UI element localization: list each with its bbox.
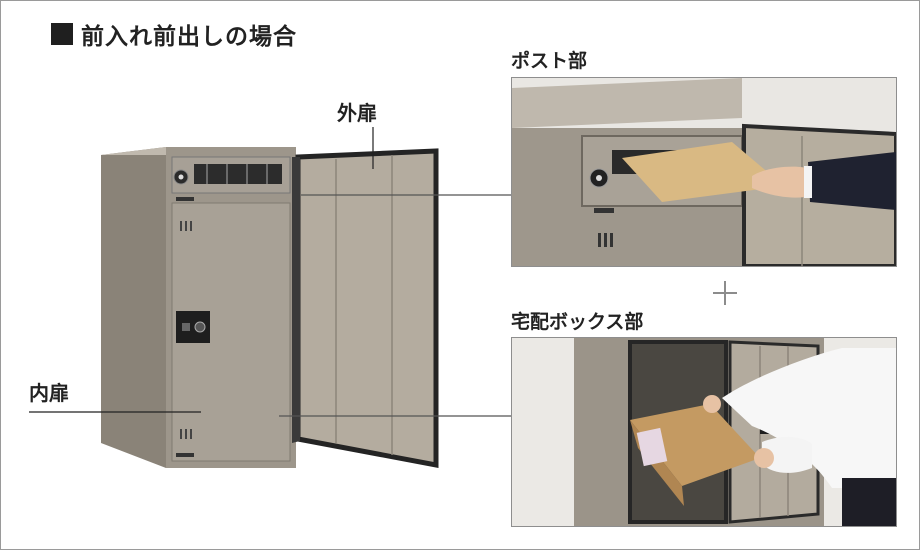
post-section-label: ポスト部: [511, 50, 588, 72]
hand-right: [754, 448, 774, 468]
envelope: [622, 142, 784, 202]
post-handle: [176, 197, 194, 201]
title-text: 前入れ前出しの場合: [81, 24, 297, 50]
cabinet-side: [101, 147, 166, 468]
hand-with-envelope: [752, 166, 812, 198]
inner-door-handle: [176, 453, 194, 457]
title-square-icon: [51, 23, 73, 45]
post-slot-window: [194, 164, 282, 184]
box-section-label: 宅配ボックス部: [511, 311, 644, 333]
shirt-sleeves: [722, 348, 896, 488]
inner-door-panel: [171, 202, 291, 462]
inner-door-label: 内扉: [29, 381, 69, 405]
hand-left: [703, 395, 721, 413]
outer-door: [295, 148, 439, 469]
plus-icon: [713, 281, 737, 305]
main-cabinet-illustration: [101, 147, 439, 469]
cardboard-box: [630, 404, 760, 486]
page-title: 前入れ前出しの場合: [51, 17, 297, 51]
suit-sleeve: [808, 152, 896, 210]
outer-door-label: 外扉: [337, 101, 377, 125]
post-section-photo: [511, 77, 897, 267]
box-section-photo: [511, 337, 897, 527]
